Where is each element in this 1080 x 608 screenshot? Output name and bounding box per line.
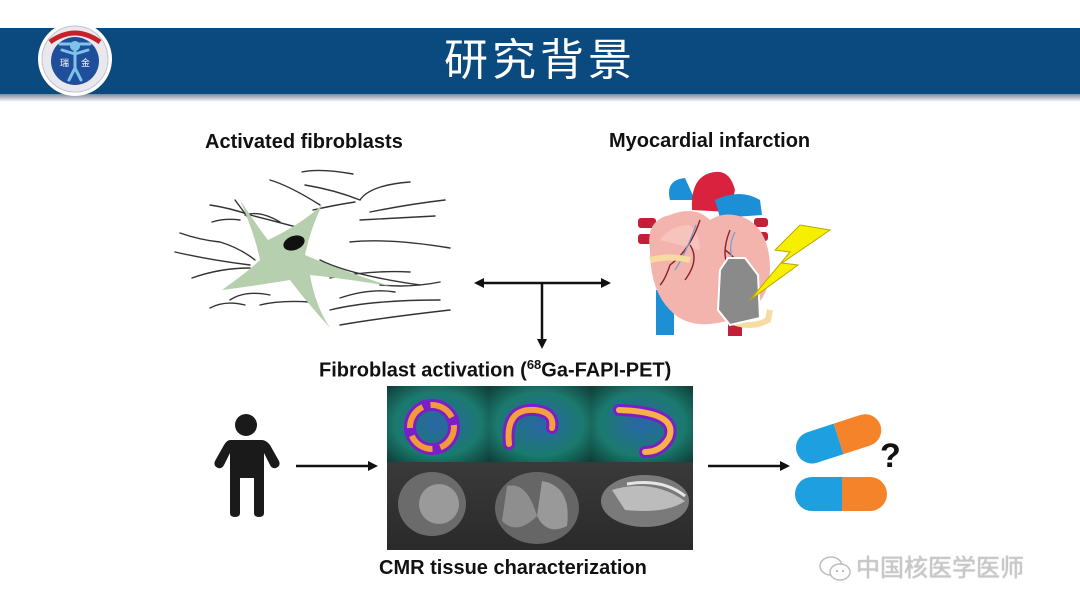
watermark-text: 中国核医学医师: [856, 554, 1024, 582]
hospital-logo-icon: 瑞 金: [38, 22, 112, 96]
cmr-row: [387, 462, 693, 550]
arrow-right-icon: [601, 278, 611, 288]
connector-arrows: [474, 278, 611, 349]
title-banner-shadow: [0, 94, 1080, 102]
fibroblast-activation-label: Fibroblast activation (68Ga-FAPI-PET): [319, 357, 671, 383]
person-icon: [214, 414, 280, 517]
cmr-label: CMR tissue characterization: [379, 557, 647, 579]
activation-label-suffix: Ga-FAPI-PET): [541, 359, 672, 382]
nucleus: [283, 235, 305, 251]
fibroblast-cell-body: [222, 200, 390, 328]
activation-label-prefix: Fibroblast activation (: [319, 359, 527, 382]
capsule-top: [796, 414, 882, 464]
isotope-superscript: 68: [526, 357, 542, 372]
watermark: 中国核医学医师: [818, 548, 1024, 583]
slide-title: 研究背景: [444, 35, 636, 86]
arrow-right-icon: [296, 461, 378, 471]
logo-char-right: 金: [81, 57, 90, 69]
title-banner: [0, 28, 1080, 94]
infarct-zone: [716, 257, 762, 327]
fibroblasts-label: Activated fibroblasts: [205, 131, 403, 153]
lightning-bolt-icon: [749, 224, 832, 301]
capsule-bottom: [795, 477, 887, 511]
question-mark: ?: [880, 437, 901, 475]
logo-char-left: 瑞: [60, 57, 69, 69]
myocardial-infarction-label: Myocardial infarction: [609, 130, 811, 152]
fibroblast-cell-icon: [174, 169, 451, 328]
arrow-left-icon: [474, 278, 484, 288]
arrow-down-icon: [537, 339, 547, 349]
pet-row: [387, 386, 693, 462]
heart-infarction-icon: [638, 171, 832, 336]
imaging-panel: [387, 386, 693, 550]
wechat-icon: [819, 556, 851, 581]
arrow-right-icon: [708, 461, 790, 471]
capsule-pill-icon: [795, 414, 887, 511]
